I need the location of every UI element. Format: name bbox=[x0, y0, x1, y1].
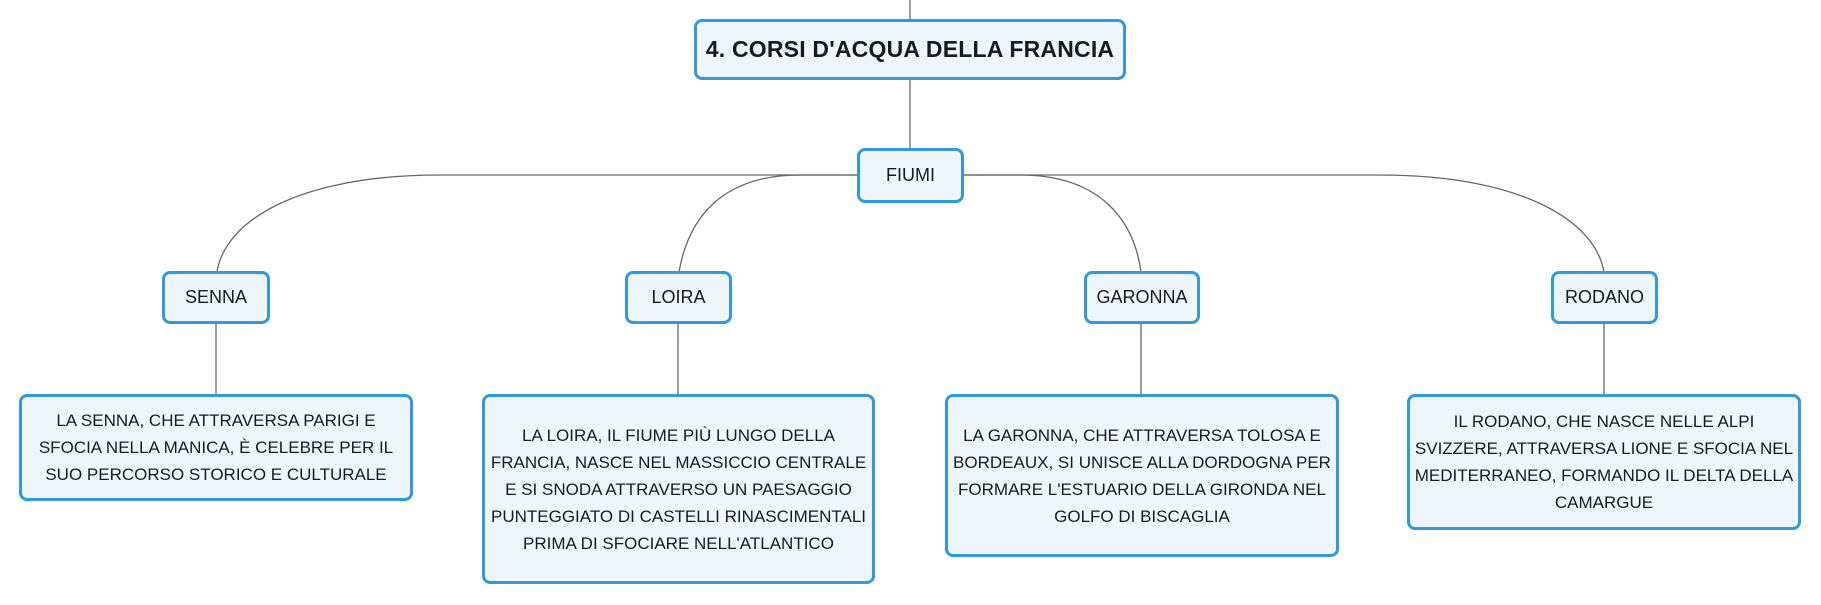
fiumi-topic-node[interactable]: FIUMI bbox=[857, 148, 964, 203]
garonna-description-text: LA GARONNA, CHE ATTRAVERSA TOLOSA E BORD… bbox=[953, 425, 1331, 526]
rodano-topic-node[interactable]: RODANO bbox=[1551, 271, 1658, 324]
rodano-description-text: IL RODANO, CHE NASCE NELLE ALPI SVIZZERE… bbox=[1414, 412, 1794, 512]
rodano-description-node[interactable]: IL RODANO, CHE NASCE NELLE ALPI SVIZZERE… bbox=[1407, 394, 1801, 530]
loira-topic-label: LOIRA bbox=[651, 287, 706, 307]
connector-fiumi-to-rodano bbox=[962, 174, 1605, 273]
loira-description-text: LA LOIRA, IL FIUME PIÙ LUNGO DELLA FRANC… bbox=[490, 425, 867, 553]
garonna-description-node[interactable]: LA GARONNA, CHE ATTRAVERSA TOLOSA E BORD… bbox=[945, 394, 1339, 557]
fiumi-topic-label: FIUMI bbox=[886, 165, 935, 185]
loira-topic-node[interactable]: LOIRA bbox=[625, 271, 732, 324]
senna-description-node[interactable]: LA SENNA, CHE ATTRAVERSA PARIGI E SFOCIA… bbox=[19, 394, 413, 501]
garonna-topic-label: GARONNA bbox=[1096, 287, 1188, 307]
loira-description-node[interactable]: LA LOIRA, IL FIUME PIÙ LUNGO DELLA FRANC… bbox=[482, 394, 875, 584]
root-topic-title: 4. CORSI D'ACQUA DELLA FRANCIA bbox=[705, 36, 1115, 62]
root-topic-node[interactable]: 4. CORSI D'ACQUA DELLA FRANCIA bbox=[694, 19, 1126, 80]
garonna-topic-node[interactable]: GARONNA bbox=[1084, 271, 1200, 324]
rodano-topic-label: RODANO bbox=[1564, 287, 1644, 307]
senna-topic-node[interactable]: SENNA bbox=[162, 271, 270, 324]
connector-fiumi-to-garonna bbox=[962, 174, 1142, 273]
senna-description-text: LA SENNA, CHE ATTRAVERSA PARIGI E SFOCIA… bbox=[38, 411, 394, 484]
connector-fiumi-to-loira bbox=[678, 174, 858, 273]
connector-fiumi-to-senna bbox=[216, 174, 858, 273]
senna-topic-label: SENNA bbox=[184, 287, 247, 307]
